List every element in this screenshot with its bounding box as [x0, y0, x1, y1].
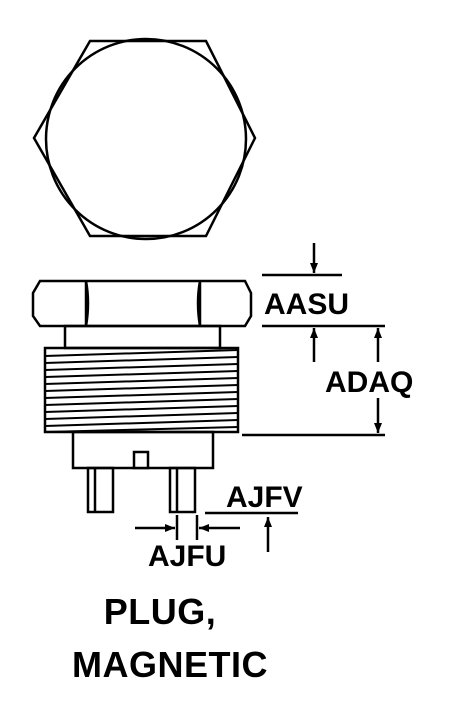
caption-line-2: MAGNETIC: [72, 644, 268, 685]
dimension-lines: [135, 243, 385, 552]
hex-head: [31, 279, 253, 328]
thread-lines: [44, 349, 239, 433]
pin-left: [86, 466, 115, 514]
label-adaq: ADAQ: [325, 366, 413, 399]
center-notch: [132, 450, 150, 470]
side-view: [31, 279, 253, 514]
label-aasu: AASU: [264, 288, 349, 321]
top-view: [32, 37, 257, 241]
neck: [63, 324, 222, 350]
pin-right: [168, 466, 197, 514]
hex-head-chamfer-left: [84, 280, 90, 327]
hex-head-chamfer-right: [196, 280, 202, 327]
label-ajfv: AJFV: [226, 481, 303, 514]
terminal-pins: [86, 466, 197, 514]
caption-line-1: PLUG,: [103, 591, 217, 632]
hex-inscribed-circle: [44, 37, 248, 241]
hex-outline: [32, 39, 257, 238]
label-ajfu: AJFU: [148, 540, 226, 573]
